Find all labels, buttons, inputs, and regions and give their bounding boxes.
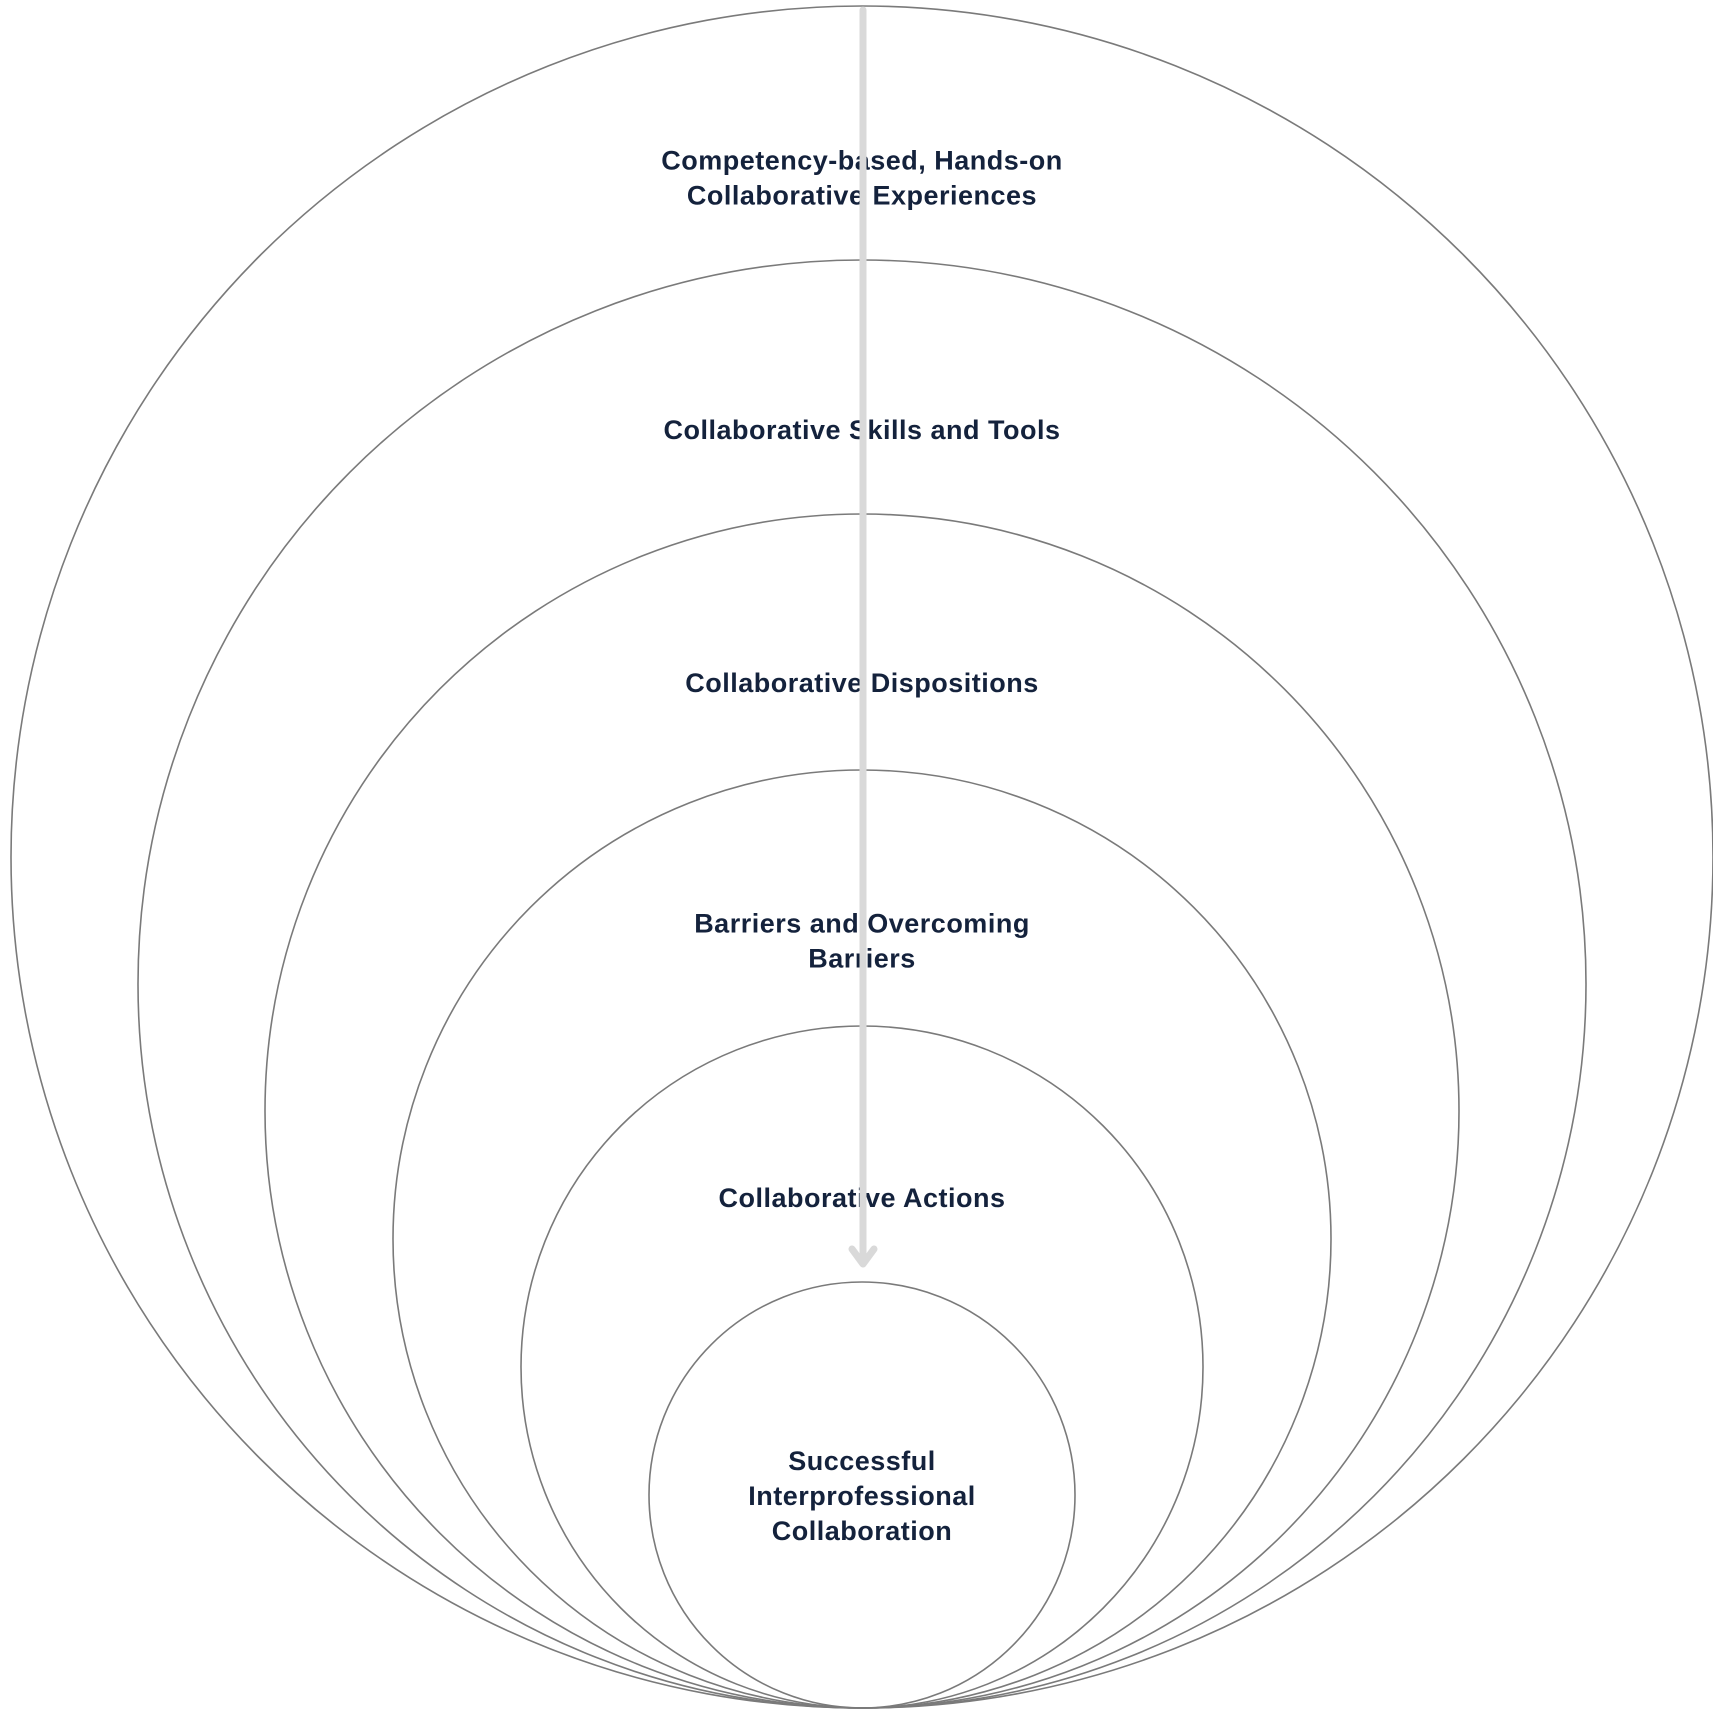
ring-label-line: Interprofessional (748, 1481, 976, 1511)
ring-core (648, 1281, 1076, 1709)
ring-label-line: Successful (788, 1446, 936, 1476)
flow-arrow-head (848, 1245, 878, 1268)
flow-arrow (848, 6, 878, 1268)
ring-label-line: Collaboration (772, 1516, 953, 1546)
